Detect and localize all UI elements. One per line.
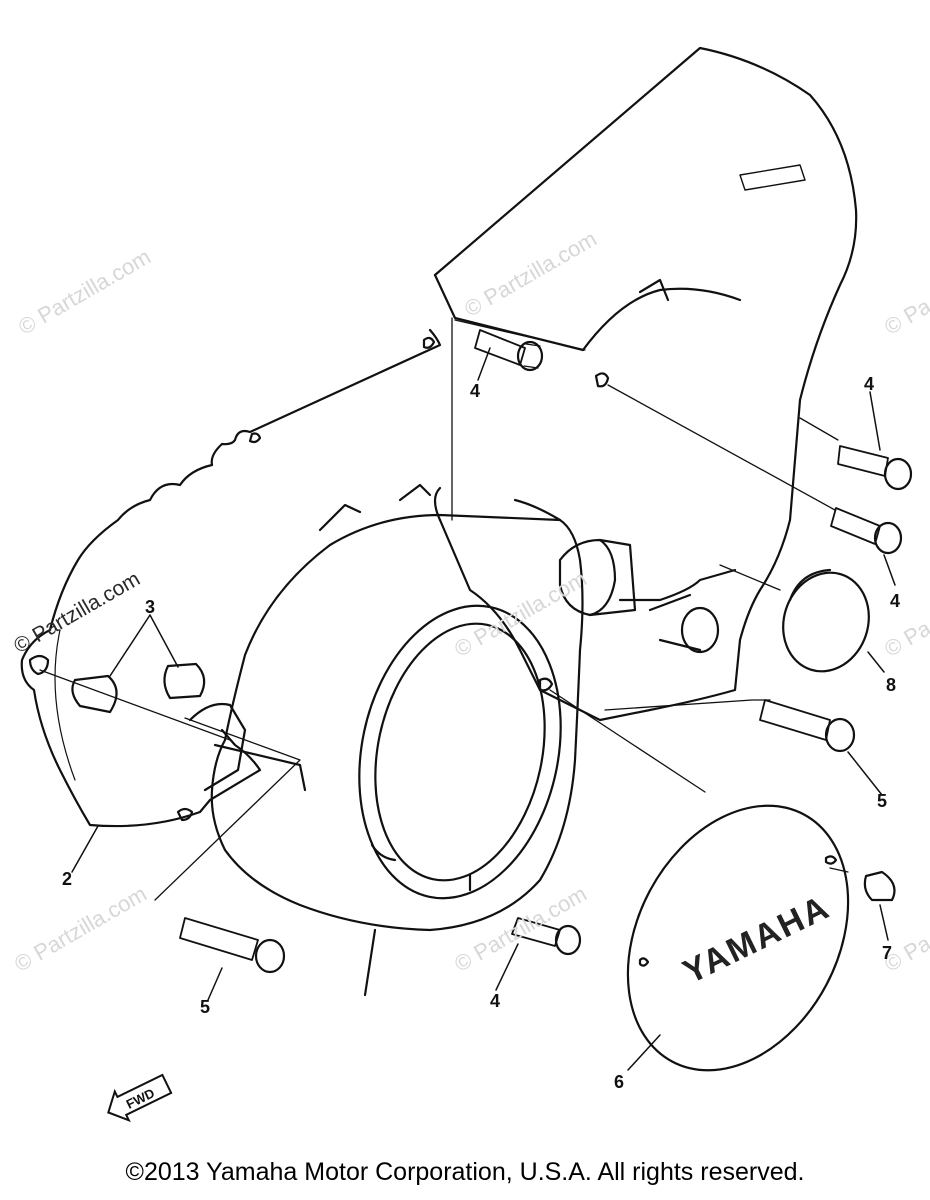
gasket-outline [20,328,442,828]
callout-8: 8 [886,675,897,695]
callout-4: 4 [490,991,501,1011]
bolt-4-upper [474,329,544,372]
bolt-5-right [759,699,856,753]
dowel-pins [71,662,206,714]
callout-3: 3 [145,597,156,617]
bolt-4-lower [511,917,582,956]
callout-4: 4 [470,381,481,401]
callout-6: 6 [614,1072,625,1092]
magneto-cover [210,513,584,932]
fwd-arrow-icon: FWD [107,1073,173,1123]
magneto-cover-opening [374,622,546,882]
bolt-4-right-2 [830,507,903,555]
cap-8 [782,568,870,673]
bolt-4-right-1 [837,445,913,491]
screw-7 [863,870,896,902]
cover-logo: YAMAHA [677,888,836,991]
callout-7: 7 [882,943,893,963]
callout-5: 5 [200,997,211,1017]
bolt-5-lower [179,917,286,974]
callout-4: 4 [864,374,875,394]
callout-4: 4 [890,591,901,611]
copyright-notice: ©2013 Yamaha Motor Corporation, U.S.A. A… [125,1158,805,1186]
callout-2: 2 [62,869,73,889]
point-cover-6 [626,804,850,1072]
callout-5: 5 [877,791,888,811]
